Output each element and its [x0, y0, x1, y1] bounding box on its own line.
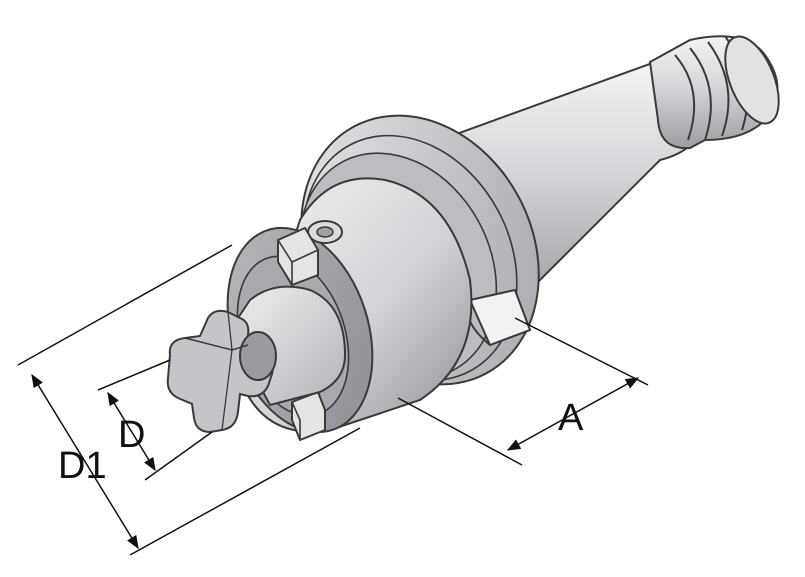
dimension-label-a: A	[558, 397, 584, 439]
drive-key-lower	[291, 390, 326, 442]
drive-key-upper	[277, 226, 319, 287]
dimension-a: A	[397, 317, 649, 466]
cutter-head	[166, 309, 277, 434]
pull-stud	[648, 35, 780, 150]
dimension-label-d: D	[118, 414, 145, 456]
screw-icon	[307, 220, 343, 244]
dimension-d: D	[97, 359, 213, 481]
dimension-d1: D1	[17, 244, 361, 556]
dimension-label-d1: D1	[58, 445, 107, 487]
